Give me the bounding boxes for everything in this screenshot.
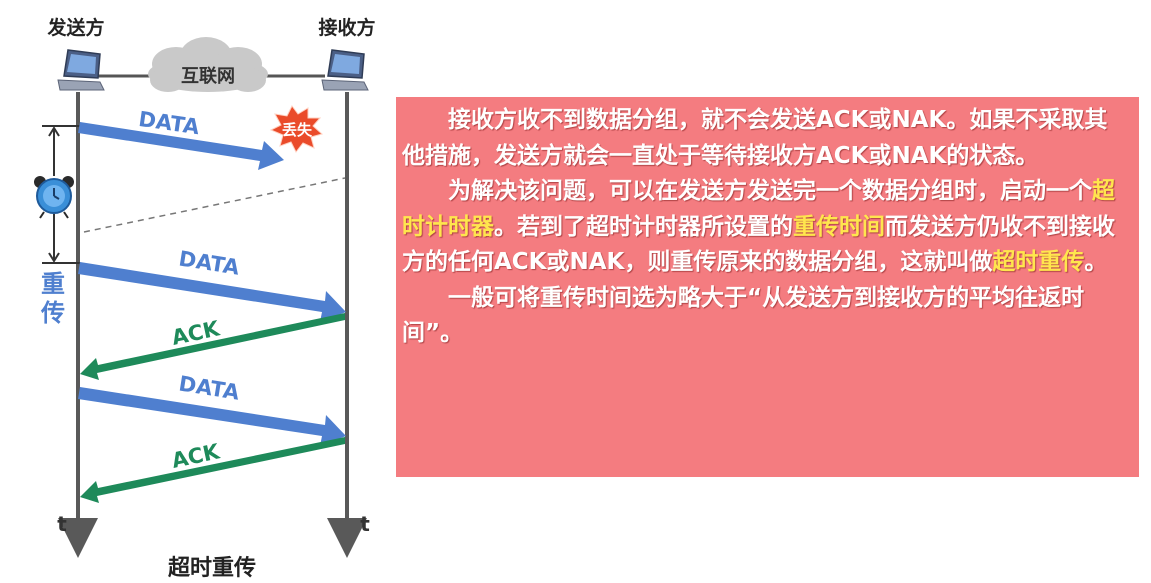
paragraph-2-part-d: 。 — [1084, 249, 1108, 275]
lost-label: 丢失 — [282, 121, 313, 139]
timeout-retransmission-diagram: 发送方 接收方 互联网 t t — [34, 16, 376, 581]
network-label: 互联网 — [181, 66, 235, 87]
data-arrow-2 — [78, 387, 346, 446]
timeout-interval-bracket — [42, 125, 80, 264]
paragraph-2: 为解决该问题，可以在发送方发送完一个数据分组时，启动一个超时计时器。若到了超时计… — [402, 174, 1127, 281]
sender-label: 发送方 — [46, 16, 104, 39]
data-arrow-lost — [78, 122, 284, 170]
message-label-4: DATA — [177, 371, 242, 404]
paragraph-1: 接收方收不到数据分组，就不会发送ACK或NAK。如果不采取其他措施，发送方就会一… — [402, 107, 1108, 169]
data-arrow-retransmit — [78, 262, 346, 322]
highlight-timeout-retransmission: 超时重传 — [992, 249, 1085, 275]
alarm-clock-icon — [34, 176, 74, 219]
sender-laptop-icon — [57, 49, 105, 91]
timeout-dashed-line — [83, 177, 346, 233]
lost-burst-icon — [269, 105, 324, 153]
retransmit-label-char-1: 重 — [41, 270, 65, 298]
paragraph-2-part-c: 而发送方仍收不到接收方的任何ACK或NAK，则重传原来的数据分组，这就叫做 — [402, 213, 1115, 276]
sender-time-label: t — [57, 512, 67, 536]
highlight-timeout-timer: 超时计时器 — [402, 178, 1115, 240]
explanation-panel: 接收方收不到数据分组，就不会发送ACK或NAK。如果不采取其他措施，发送方就会一… — [396, 97, 1139, 477]
retransmit-label-char-2: 传 — [40, 299, 65, 327]
receiver-laptop-icon — [321, 49, 369, 91]
paragraph-2-part-b: 。若到了超时计时器所设置的 — [494, 213, 793, 240]
ack-arrow-1 — [80, 313, 345, 380]
paragraph-2-part-a: 为解决该问题，可以在发送方发送完一个数据分组时，启动一个 — [448, 178, 1092, 204]
paragraph-3: 一般可将重传时间选为略大于“从发送方到接收方的平均往返时间”。 — [402, 284, 1085, 347]
ack-arrow-2 — [80, 437, 345, 503]
message-label-2: DATA — [177, 246, 242, 279]
receiver-label: 接收方 — [318, 16, 375, 39]
cloud-icon — [148, 37, 268, 92]
receiver-time-label: t — [360, 512, 370, 536]
highlight-retransmit-time: 重传时间 — [793, 213, 885, 240]
diagram-caption: 超时重传 — [168, 556, 256, 581]
